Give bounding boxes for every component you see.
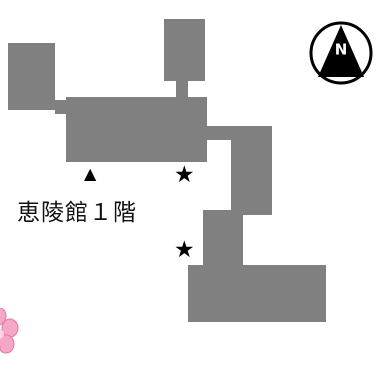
building-block-keiryokan-main	[66, 97, 207, 162]
building-block-north-tower	[164, 19, 205, 81]
star-marker-entrance-1: ★	[174, 162, 195, 188]
compass-letter: N	[335, 41, 348, 59]
building-block-south-connector	[203, 210, 243, 268]
building-block-south-hall	[188, 265, 326, 322]
triangle-marker-location: ▲	[84, 164, 97, 183]
building-floor-label: 恵陵館１階	[17, 200, 137, 226]
building-block-west-wing	[8, 43, 55, 110]
north-arrow-compass-icon: N	[309, 21, 373, 85]
building-block-east-corridor	[231, 126, 272, 215]
sakura-flower-icon	[0, 308, 19, 354]
building-block-north-connector	[176, 81, 188, 97]
star-marker-entrance-2: ★	[174, 237, 195, 263]
